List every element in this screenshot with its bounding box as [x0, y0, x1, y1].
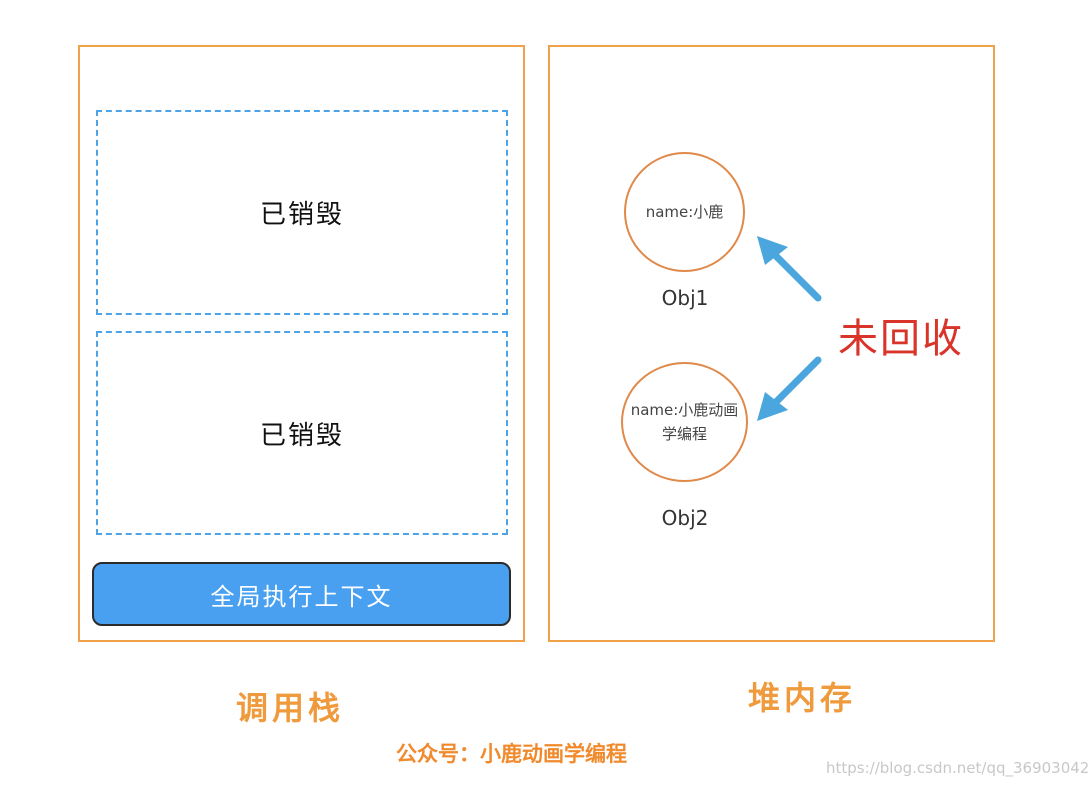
heap-memory-title: 堆内存 [748, 679, 857, 717]
footer-credit: 公众号：小鹿动画学编程 [396, 742, 627, 766]
destroyed-frame-2: 已销毁 [96, 331, 508, 535]
uncollected-label: 未回收 [838, 316, 964, 362]
destroyed-frame-label: 已销毁 [259, 200, 344, 230]
watermark: https://blog.csdn.net/qq_36903042 [826, 759, 1089, 777]
call-stack-panel [78, 45, 525, 642]
obj2-circle: name:小鹿动画学编程 [621, 362, 748, 482]
obj1-circle: name:小鹿 [624, 152, 745, 272]
obj2-content: name:小鹿动画学编程 [630, 401, 739, 443]
destroyed-frame-1: 已销毁 [96, 110, 508, 315]
obj1-content: name:小鹿 [645, 203, 724, 221]
destroyed-frame-label: 已销毁 [259, 420, 344, 451]
global-execution-context: 全局执行上下文 [92, 562, 511, 626]
obj2-label: Obj2 [661, 506, 709, 530]
call-stack-title: 调用栈 [236, 689, 345, 727]
heap-panel [548, 45, 995, 642]
obj1-label: Obj1 [661, 286, 709, 310]
global-execution-context-label: 全局执行上下文 [210, 582, 393, 611]
